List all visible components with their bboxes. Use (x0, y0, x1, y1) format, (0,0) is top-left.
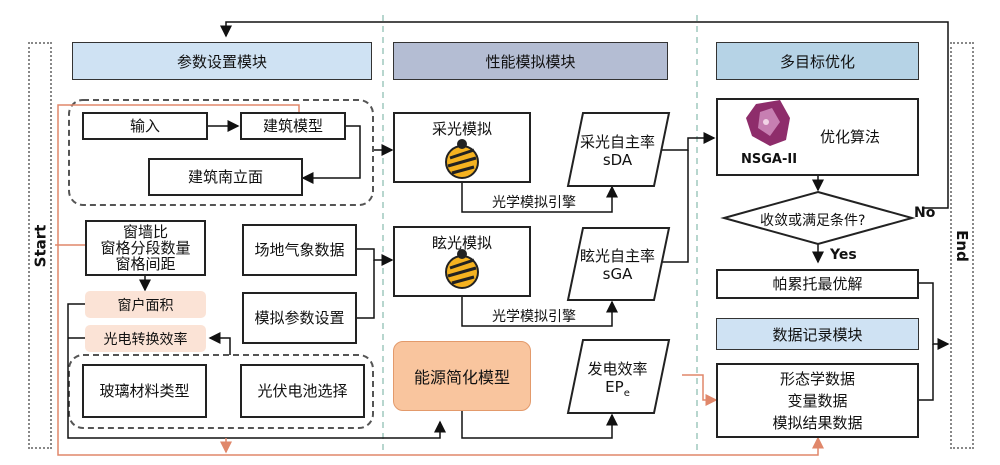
group-input-outline (68, 99, 374, 206)
daylight-sim-box: 采光模拟 (393, 112, 531, 183)
decision-diamond (720, 190, 916, 246)
ep-label-1: 发电效率 (587, 360, 648, 378)
record-box: 形态学数据 变量数据 模拟结果数据 (716, 363, 919, 438)
energy-model-box: 能源简化模型 (393, 341, 531, 411)
header-record: 数据记录模块 (716, 318, 919, 350)
ep-label-2: EP (605, 378, 624, 396)
ep-label-2-wrap: EPe (605, 378, 630, 403)
input-box: 输入 (82, 112, 208, 140)
optimizer-box (716, 98, 919, 176)
header-opt: 多目标优化 (716, 42, 919, 80)
header-param: 参数设置模块 (72, 42, 372, 80)
sda-label-2: sDA (602, 151, 633, 169)
glare-sim-box: 眩光模拟 (393, 226, 531, 297)
sga-shape (566, 227, 671, 301)
vars-label: 变量数据 (787, 391, 848, 410)
sga-label-2: sGA (602, 265, 633, 283)
header-perf: 性能模拟模块 (393, 42, 668, 80)
ep-subscript: e (623, 388, 630, 399)
ladybug-icon-1 (445, 139, 479, 179)
group-material-outline (68, 354, 374, 429)
sda-output: 采光自主率 sDA (575, 133, 660, 169)
sda-shape (566, 112, 671, 187)
glass-type-box: 玻璃材料类型 (82, 364, 207, 418)
yes-label: Yes (830, 247, 857, 263)
building-model-box: 建筑模型 (240, 112, 346, 140)
wwr-label: 窗墙比 (122, 223, 168, 241)
south-facade-box: 建筑南立面 (148, 158, 303, 196)
ladybug-icon-2 (445, 249, 479, 289)
nsga-icon (746, 100, 790, 146)
start-bar: Start (28, 42, 52, 449)
end-label: End (953, 229, 972, 262)
pv-cell-box: 光伏电池选择 (240, 364, 365, 418)
nsga-label: NSGA-II (741, 152, 798, 167)
start-label: Start (31, 224, 50, 267)
sim-settings-box: 模拟参数设置 (242, 292, 357, 344)
sga-output: 眩光自主率 sGA (575, 247, 660, 283)
end-bar: End (950, 42, 974, 449)
condition-label: 收敛或满足条件? (760, 213, 866, 229)
engine-label-1: 光学模拟引擎 (492, 195, 576, 211)
mullion-params-box: 窗墙比 窗格分段数量 窗格间距 (85, 220, 206, 276)
no-label: No (914, 205, 936, 221)
glare-sim-label: 眩光模拟 (431, 234, 492, 252)
mullion-spacing-label: 窗格间距 (115, 255, 176, 273)
ep-output: 发电效率 EPe (575, 360, 660, 403)
pareto-box: 帕累托最优解 (716, 269, 919, 299)
pv-efficiency-box: 光电转换效率 (85, 325, 206, 352)
window-area-box: 窗户面积 (85, 291, 206, 318)
daylight-sim-label: 采光模拟 (431, 120, 492, 138)
sga-label-1: 眩光自主率 (579, 247, 655, 265)
morph-label: 形态学数据 (779, 369, 855, 388)
algorithm-label: 优化算法 (820, 128, 881, 146)
sda-label-1: 采光自主率 (579, 133, 655, 151)
loop-no-line (220, 21, 949, 209)
engine-label-2: 光学模拟引擎 (492, 309, 576, 325)
weather-box: 场地气象数据 (242, 224, 357, 276)
ep-shape (566, 339, 671, 414)
results-label: 模拟结果数据 (772, 413, 863, 432)
mullion-count-label: 窗格分段数量 (100, 239, 191, 257)
